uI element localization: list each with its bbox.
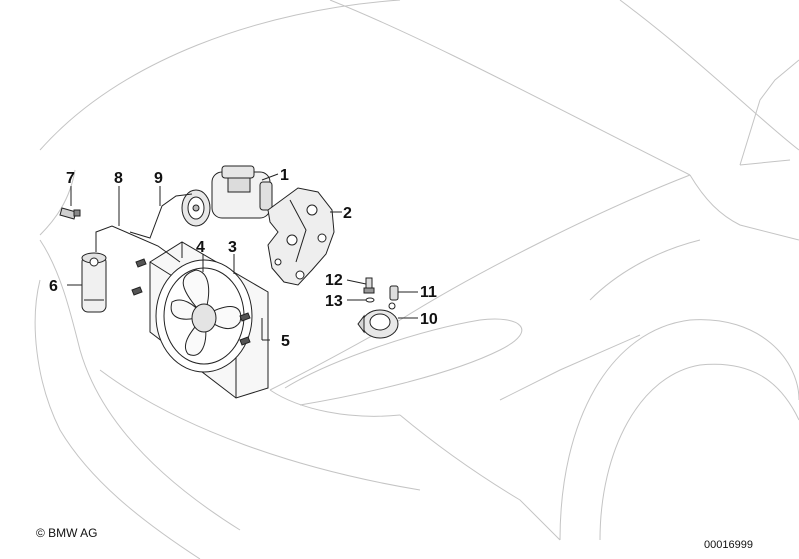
callout-2: 2 bbox=[343, 205, 352, 222]
expansion-valve-part bbox=[357, 309, 399, 339]
callout-3: 3 bbox=[228, 239, 237, 256]
callout-8: 8 bbox=[114, 170, 123, 187]
screws-part bbox=[131, 258, 251, 346]
diagram-id-text: 00016999 bbox=[704, 539, 753, 551]
copyright-text: © BMW AG bbox=[36, 526, 98, 540]
callout-labels: 1 2 3 4 5 6 7 8 9 10 11 12 13 bbox=[49, 167, 438, 350]
receiver-dryer-part bbox=[81, 252, 107, 313]
car-body-outline bbox=[34, 0, 799, 559]
compressor-bracket-part bbox=[267, 187, 335, 286]
temperature-sensor-part bbox=[363, 277, 375, 303]
refrigerant-lines-part bbox=[95, 193, 193, 263]
compressor-part bbox=[181, 165, 273, 227]
fan-part bbox=[155, 259, 253, 373]
callout-1: 1 bbox=[280, 167, 289, 184]
callout-9: 9 bbox=[154, 170, 163, 187]
callout-13: 13 bbox=[325, 293, 343, 310]
callout-5: 5 bbox=[281, 333, 290, 350]
pressure-switch-part bbox=[388, 285, 399, 310]
callout-12: 12 bbox=[325, 272, 343, 289]
callout-7: 7 bbox=[66, 170, 75, 187]
callout-11: 11 bbox=[420, 284, 437, 301]
callout-4: 4 bbox=[196, 239, 205, 256]
pressure-valve-part bbox=[59, 207, 81, 220]
callout-6: 6 bbox=[49, 278, 58, 295]
leader-lines bbox=[67, 173, 418, 341]
callout-10: 10 bbox=[420, 311, 438, 328]
